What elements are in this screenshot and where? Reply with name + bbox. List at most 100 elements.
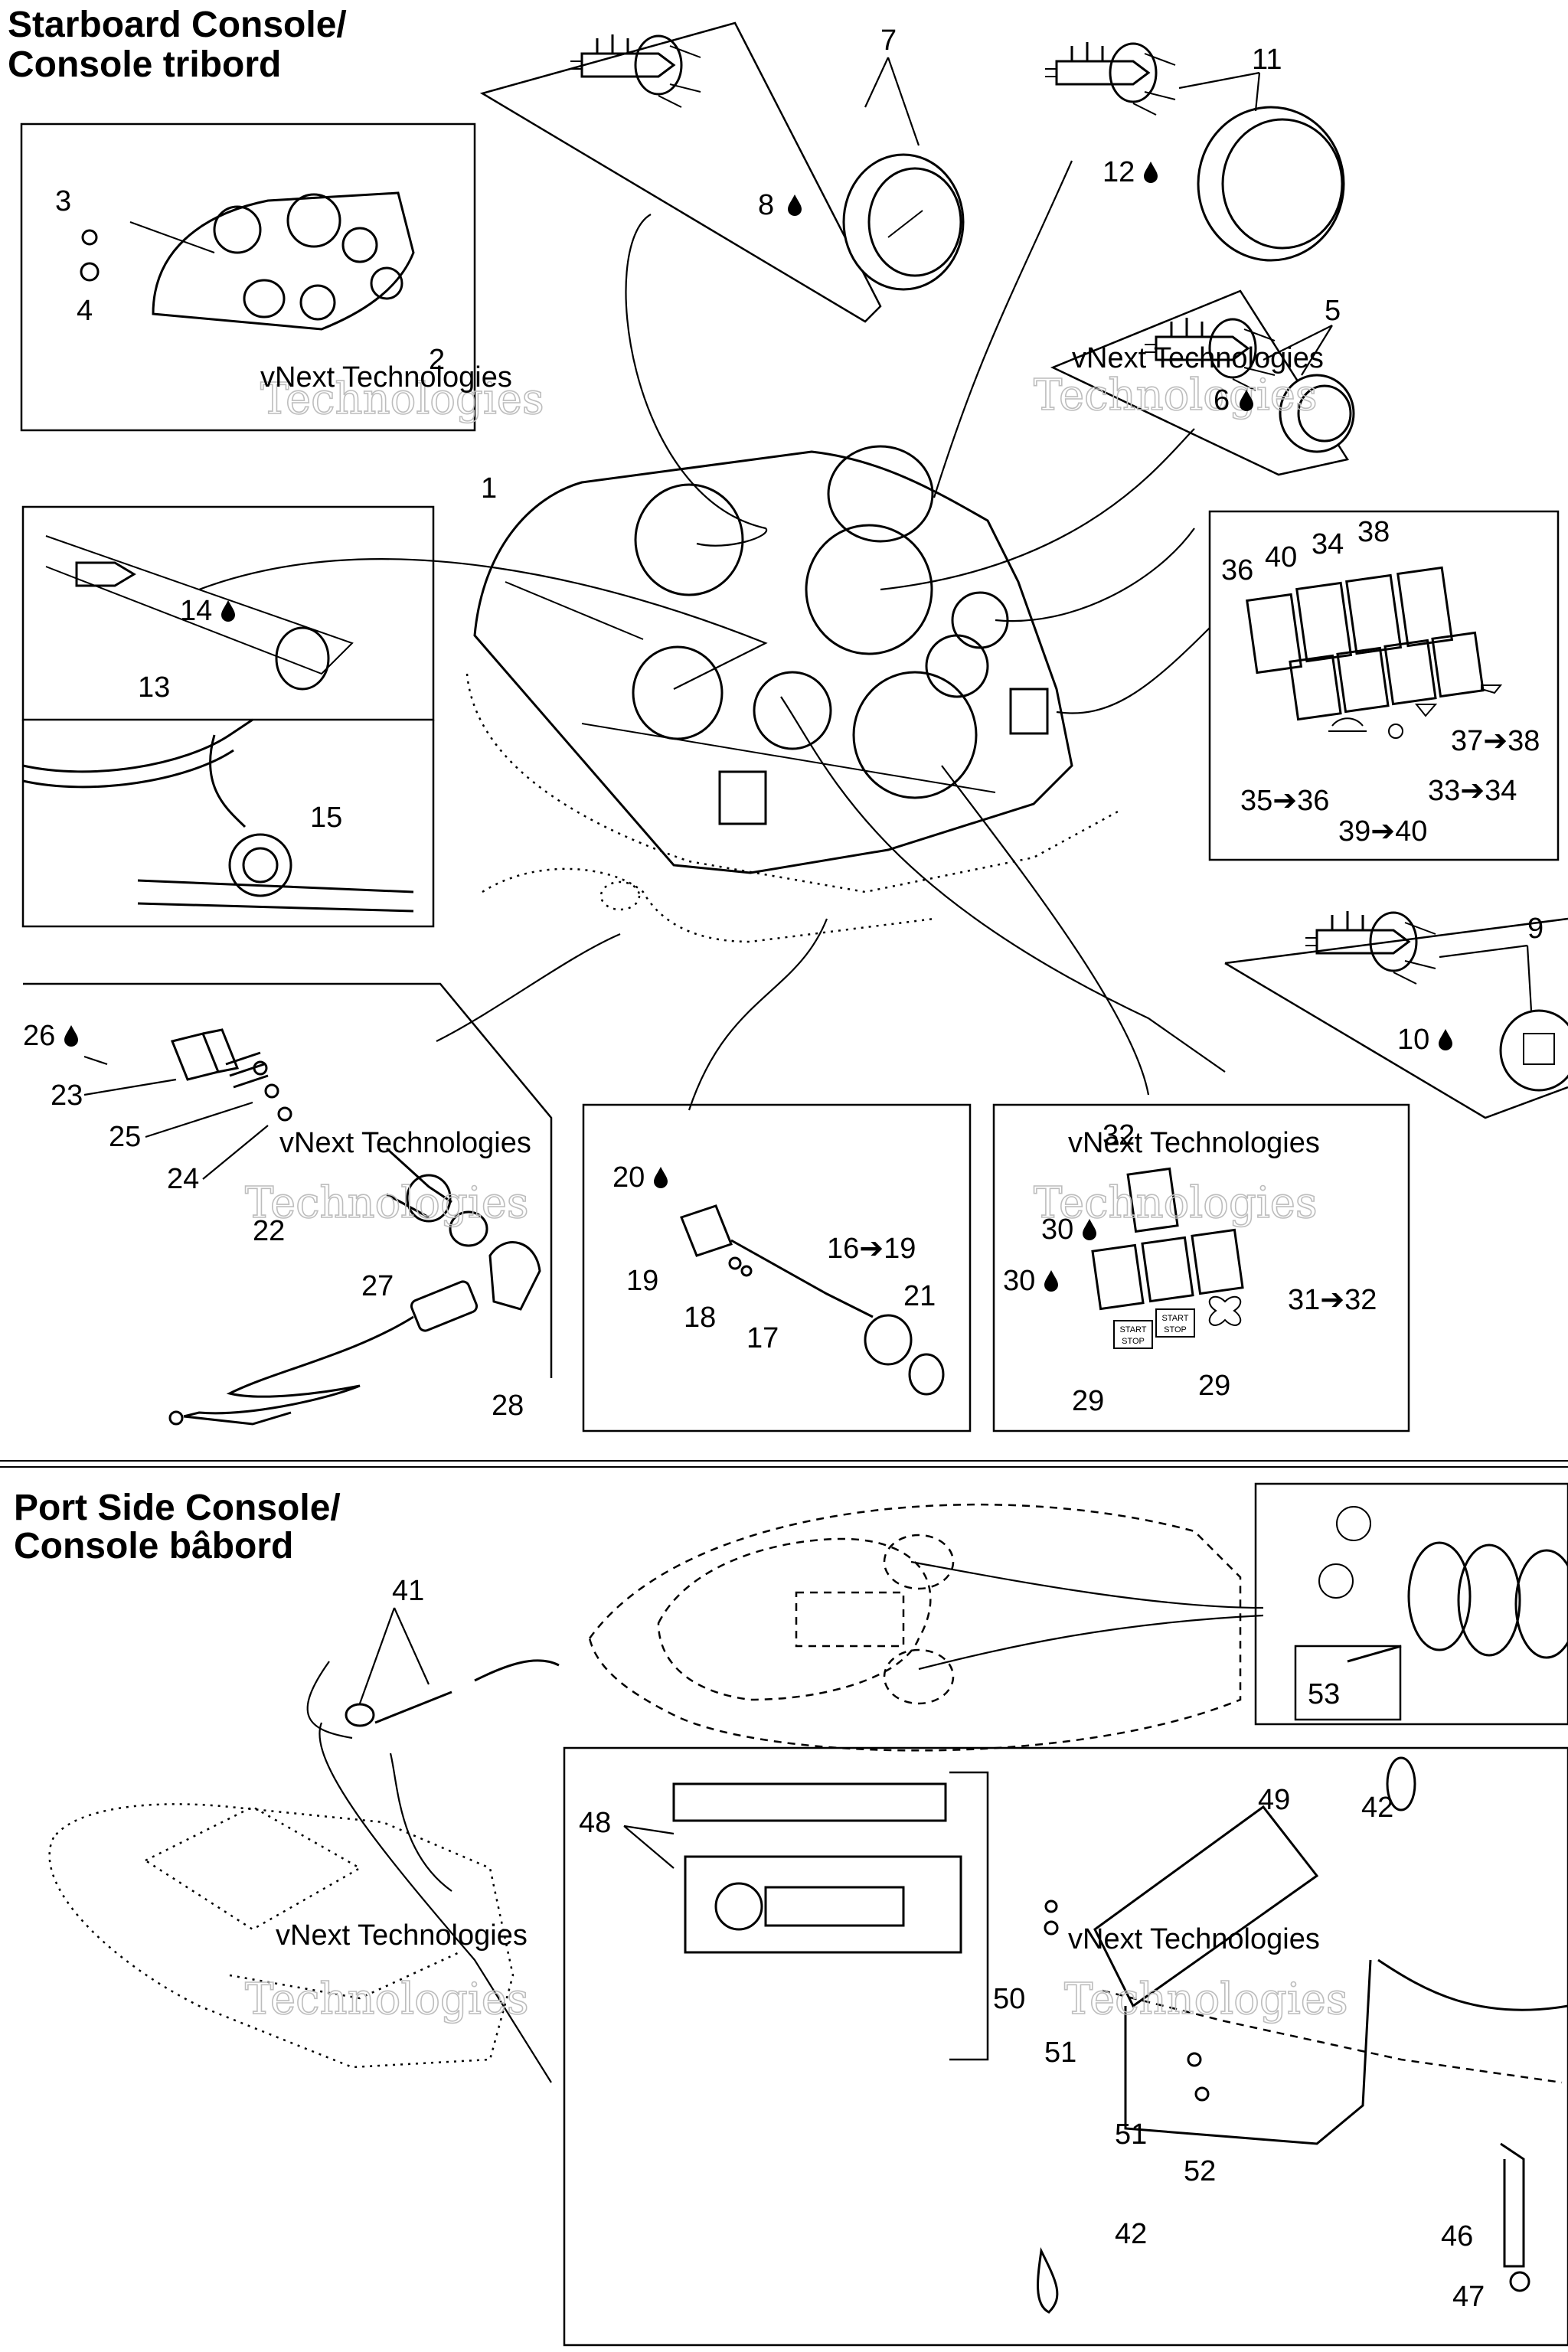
callout-47: 47 [1452,2281,1485,2313]
detail-box-radio [563,1746,1568,2347]
svg-text:vNext Technologies: vNext Technologies [1068,1923,1320,1955]
watermark-top-right: Technologies vNext Technologies [1033,342,1324,421]
svg-text:Technologies: Technologies [1064,1975,1348,2024]
callout-15: 15 [310,802,342,834]
svg-text:vNext Technologies: vNext Technologies [276,1919,528,1952]
section-divider [0,1460,1568,1468]
wiring-leaders [198,160,1226,1111]
callout-32: 32 [1102,1119,1135,1152]
svg-text:vNext Technologies: vNext Technologies [1072,342,1324,374]
main-console [466,445,1119,943]
svg-text:Technologies: Technologies [245,1178,529,1228]
stop-label-2: STOP [1164,1325,1187,1334]
callout-19: 19 [626,1265,658,1297]
callouts: 3 4 2 1 7 11 8 12 5 6 14 13 15 36 40 34 … [23,24,1544,2313]
callout-9: 9 [1527,913,1544,945]
callout-39-40: 39➔40 [1338,815,1427,848]
callout-38: 38 [1357,516,1390,548]
callout-26: 26 [23,1020,55,1052]
watermark-mid-left: Technologies vNext Technologies [244,1127,531,1229]
detail-box-tether-cord [23,982,553,1426]
callout-25: 25 [109,1121,141,1153]
detail-box-console-cover [20,122,476,432]
callout-5: 5 [1325,295,1341,327]
callout-51b: 51 [1115,2118,1147,2151]
starboard-title-line2: Console tribord [8,44,281,85]
start-label-1: START [1119,1325,1146,1334]
callout-49: 49 [1258,1784,1290,1816]
oil-drop-icon [1044,1270,1058,1292]
callout-48: 48 [579,1807,611,1839]
callout-52: 52 [1184,2155,1216,2187]
callout-50: 50 [993,1983,1025,2015]
callout-42a: 42 [1361,1792,1393,1824]
watermark-top-left: Technologies vNext Technologies [260,361,544,425]
callout-36: 36 [1221,554,1253,586]
gauge-group-7-8 [479,21,965,323]
callout-18: 18 [684,1302,716,1334]
callout-51a: 51 [1044,2037,1076,2069]
callout-2: 2 [429,344,445,376]
callout-30b: 30 [1003,1265,1035,1297]
callout-22: 22 [253,1215,285,1247]
svg-text:vNext Technologies: vNext Technologies [1068,1127,1320,1159]
callout-30a: 30 [1041,1214,1073,1246]
callout-21: 21 [903,1280,936,1312]
callout-46: 46 [1441,2220,1473,2252]
callout-7: 7 [880,24,897,57]
svg-text:Technologies: Technologies [260,374,544,424]
port-title-line2: Console bâbord [14,1526,293,1566]
callout-42b: 42 [1115,2218,1147,2250]
callout-20: 20 [612,1161,645,1194]
watermark-bottom-right: Technologies vNext Technologies [1063,1923,1348,2025]
oil-drop-icon [1439,1029,1452,1050]
port-console-body [48,1661,514,2069]
callout-3: 3 [55,185,71,217]
oil-drop-icon [1144,162,1158,183]
oil-drop-icon [654,1167,668,1188]
callout-24: 24 [167,1163,199,1195]
callout-40: 40 [1265,541,1297,573]
callout-33-34: 33➔34 [1428,775,1517,807]
callout-29b: 29 [1198,1370,1230,1402]
detail-box-switches-panel [1208,510,1560,861]
callout-27: 27 [361,1270,394,1302]
oil-drop-icon [64,1025,78,1047]
callout-17: 17 [746,1322,779,1354]
stop-label-1: STOP [1122,1337,1145,1346]
callout-41: 41 [392,1575,424,1607]
watermark-mid-right: Technologies vNext Technologies [1033,1127,1320,1229]
callout-1: 1 [481,472,497,505]
callout-12: 12 [1102,156,1135,188]
port-title-line1: Port Side Console/ [14,1488,341,1528]
svg-text:Technologies: Technologies [245,1975,529,2024]
callout-4: 4 [77,295,93,327]
svg-text:vNext Technologies: vNext Technologies [260,361,512,394]
callout-53: 53 [1308,1678,1340,1710]
cable-41 [318,1659,560,2083]
oil-drop-icon [221,600,235,622]
callout-34: 34 [1312,528,1344,560]
start-label-2: START [1161,1314,1188,1323]
svg-text:vNext Technologies: vNext Technologies [279,1127,531,1159]
callout-11: 11 [1252,44,1282,76]
callout-6: 6 [1214,384,1230,416]
callout-8: 8 [758,189,774,221]
boat-top-view [588,1503,1264,1752]
gauge-group-5-6 [1050,289,1355,476]
oil-drop-icon [788,194,802,216]
callout-23: 23 [51,1080,83,1112]
callout-35-36: 35➔36 [1240,785,1329,817]
detail-box-cigar-lighter [21,505,435,928]
svg-text:Technologies: Technologies [1034,371,1318,420]
svg-text:Technologies: Technologies [1034,1178,1318,1228]
callout-leaders [83,57,1533,1869]
callout-10: 10 [1397,1024,1429,1056]
gauge-group-11-12 [1044,41,1345,262]
callout-13: 13 [138,671,170,704]
callout-31-32: 31➔32 [1288,1284,1377,1316]
detail-box-vent [1254,1482,1568,1726]
watermark-bottom-left: Technologies vNext Technologies [244,1919,529,2025]
callout-16-19: 16➔19 [827,1233,916,1265]
